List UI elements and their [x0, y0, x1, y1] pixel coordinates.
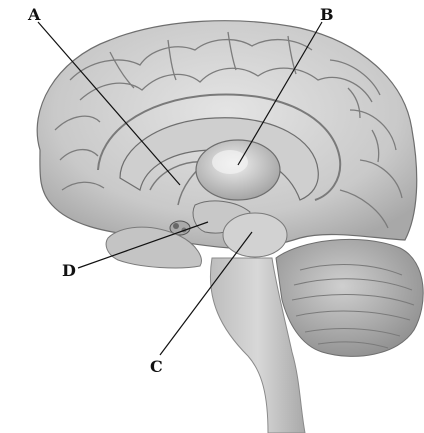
label-a: A [27, 5, 41, 24]
label-d: D [62, 261, 76, 280]
label-b: B [320, 5, 334, 24]
pons [223, 213, 287, 257]
cerebellum [276, 239, 423, 356]
label-c: C [150, 357, 163, 376]
thalamus-highlight [212, 150, 248, 174]
